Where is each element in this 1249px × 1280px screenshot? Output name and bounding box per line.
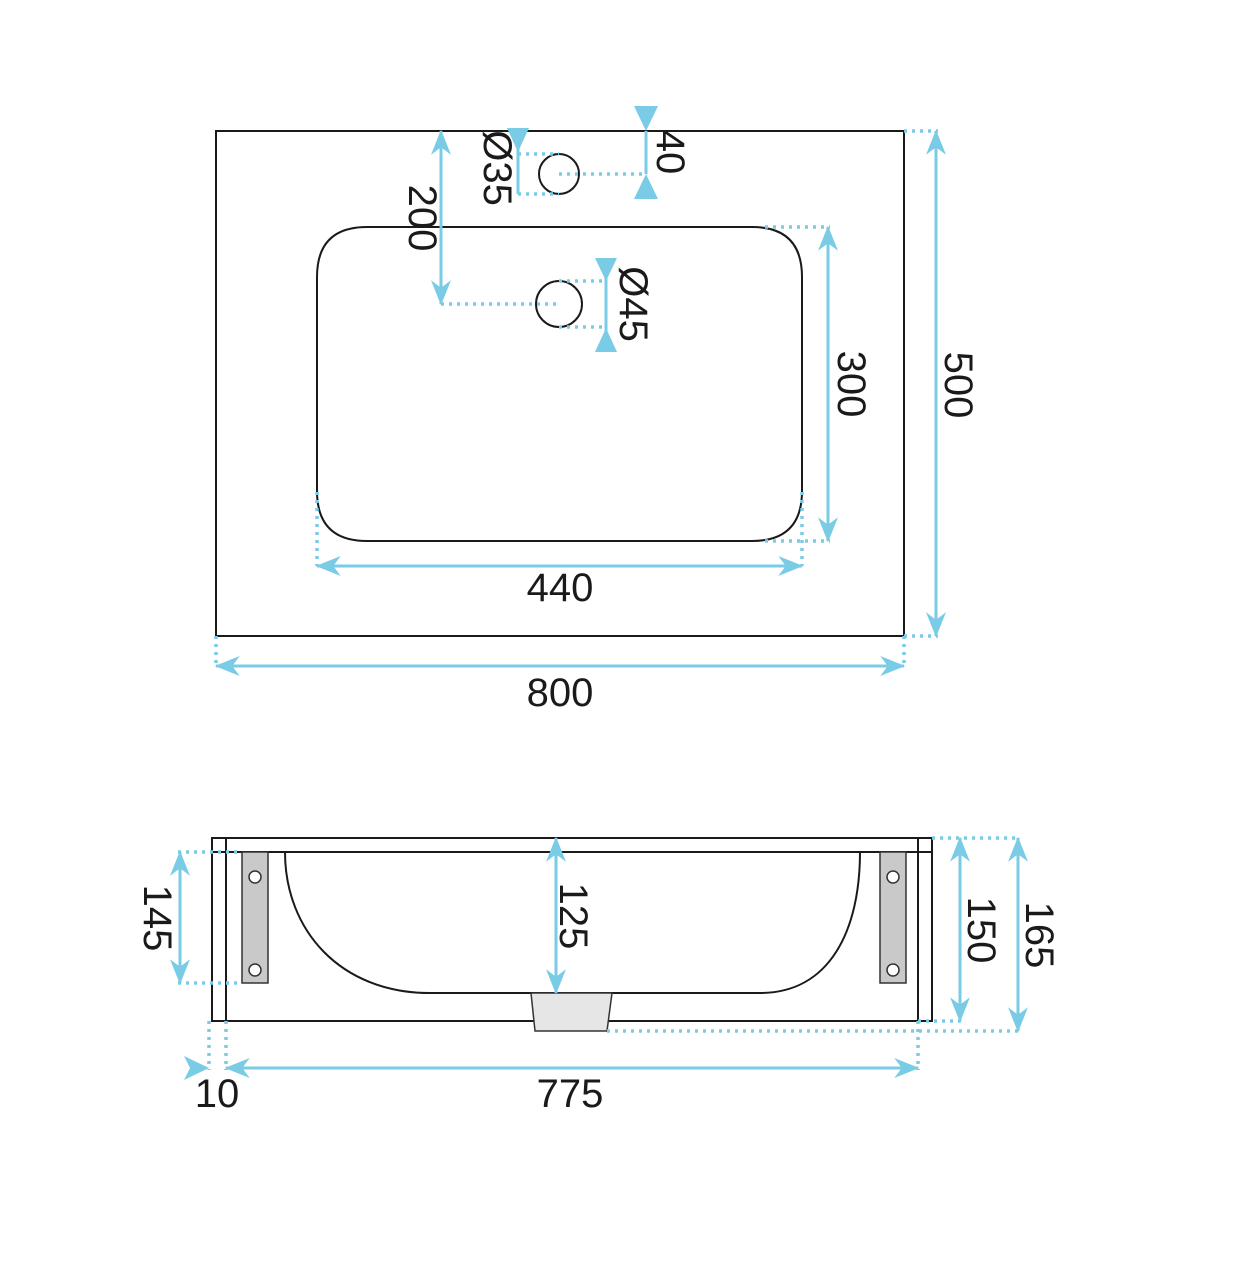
drain-hole-arrow-top (595, 258, 617, 281)
bowl-depth-side-label: 125 (551, 883, 595, 950)
tap-hole-arrow (507, 128, 529, 152)
right-bracket-bolt-top (886, 870, 900, 884)
bracket-height-label: 145 (135, 885, 179, 952)
drain-hole-arrow-bottom (595, 328, 617, 352)
height-total-label: 165 (1017, 902, 1061, 969)
length-label: 775 (537, 1072, 604, 1116)
bowl-depth-label: 300 (829, 351, 873, 418)
drain-hole-label: Ø45 (611, 266, 655, 342)
top-view: 800 440 500 300 200 40 Ø35 Ø45 (214, 106, 980, 715)
right-bracket-bolt-bottom (886, 963, 900, 977)
countertop-outline (215, 130, 905, 637)
tap-hole-label: Ø35 (475, 130, 519, 206)
drain-hole (535, 280, 583, 328)
bowl-profile (284, 851, 861, 994)
top-extension-lines (214, 129, 938, 668)
bowl-width-label: 440 (527, 566, 594, 610)
width-label: 800 (527, 671, 594, 715)
hole-edge-label: 40 (648, 130, 692, 175)
hole-edge-arrow-bottom (634, 174, 658, 199)
depth-label: 500 (936, 352, 980, 419)
left-bracket (241, 851, 269, 984)
left-bracket-bolt-top (248, 870, 262, 884)
hole-edge-arrow-top (634, 106, 658, 131)
drain-body (530, 992, 613, 1032)
height-inner-label: 150 (959, 897, 1003, 964)
basin-outline (316, 226, 803, 542)
left-bracket-bolt-bottom (248, 963, 262, 977)
edge-offset-arrow (184, 1056, 209, 1080)
side-view: 145 125 150 165 10 775 (135, 836, 1061, 1116)
hole-offset-label: 200 (400, 185, 444, 252)
edge-offset-label: 10 (195, 1072, 240, 1116)
